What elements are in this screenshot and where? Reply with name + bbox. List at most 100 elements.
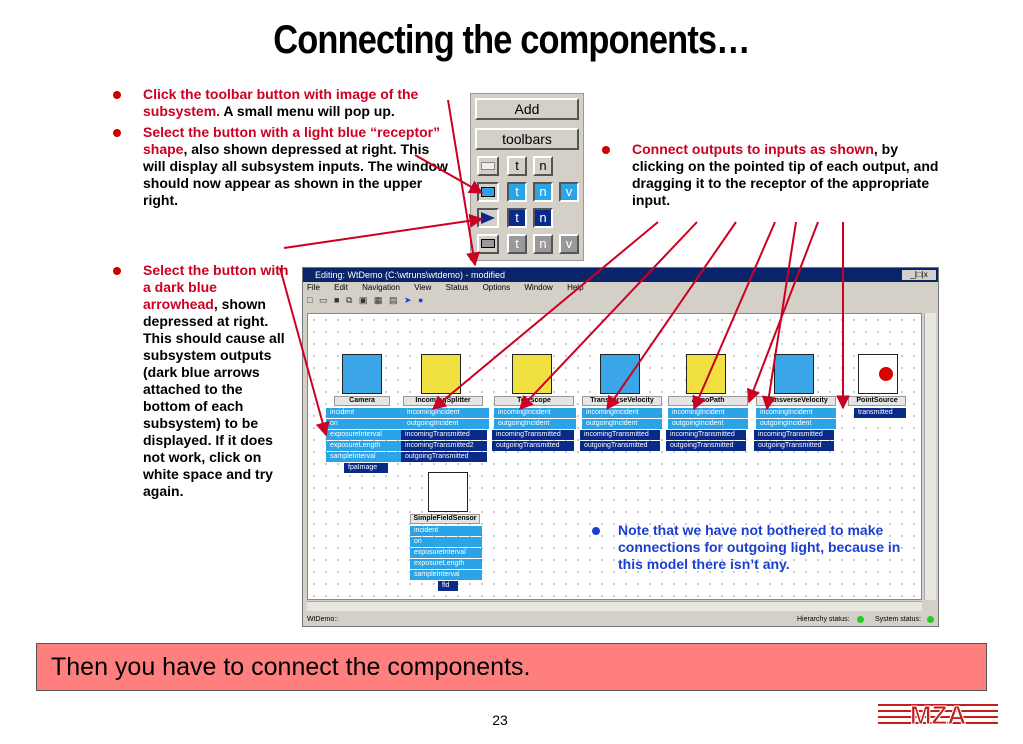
component-label: PointSource: [848, 396, 906, 406]
copy-icon[interactable]: ⧉: [345, 295, 355, 305]
input-port[interactable]: incident: [326, 408, 406, 418]
menu-status[interactable]: Status: [445, 283, 469, 292]
input-port[interactable]: incomingIncident: [668, 408, 748, 418]
input-port[interactable]: on: [410, 537, 482, 547]
subsystem-icon[interactable]: ●: [418, 295, 426, 305]
output-port[interactable]: fld: [438, 581, 458, 591]
splitter-icon: [421, 354, 461, 394]
receptor-button[interactable]: [477, 182, 499, 202]
menu-file[interactable]: File: [307, 283, 320, 292]
vertical-scrollbar[interactable]: [924, 313, 936, 600]
arrow-arrowhead: [283, 213, 484, 249]
v-gray-button[interactable]: v: [559, 234, 579, 254]
window-title: Editing: WtDemo (C:\wtruns\wtdemo) - mod…: [303, 268, 938, 282]
save-icon[interactable]: ■: [333, 295, 342, 305]
output-port[interactable]: incomingTransmitted2: [401, 441, 487, 451]
input-port[interactable]: sampleInterval: [326, 452, 406, 462]
input-port[interactable]: sampleInterval: [410, 570, 482, 580]
input-port[interactable]: outgoingIncident: [494, 419, 576, 429]
t-gray-button[interactable]: t: [507, 234, 527, 254]
input-port[interactable]: incomingIncident: [494, 408, 576, 418]
component-label: IncomingSplitter: [403, 396, 483, 406]
input-port[interactable]: outgoingIncident: [582, 419, 662, 429]
n-input-button[interactable]: n: [533, 182, 553, 202]
output-port[interactable]: outgoingTransmitted: [401, 452, 487, 462]
gray-shape-button[interactable]: [477, 234, 499, 254]
t-input-button[interactable]: t: [507, 182, 527, 202]
toolbars-button[interactable]: toolbars: [475, 128, 579, 150]
bullet-1-red: Click the toolbar button with image of t…: [143, 86, 419, 119]
blank-shape-button[interactable]: [477, 156, 499, 176]
status-path: WtDemo::: [307, 616, 339, 623]
output-port[interactable]: incomingTransmitted: [492, 430, 574, 440]
right-bullet: Connect outputs to inputs as shown, by c…: [602, 141, 942, 213]
v-input-button[interactable]: v: [559, 182, 579, 202]
layout-icon[interactable]: ▤: [388, 295, 400, 305]
menu-view[interactable]: View: [414, 283, 432, 292]
input-port[interactable]: outgoingIncident: [403, 419, 489, 429]
arrowhead-button[interactable]: [477, 208, 499, 228]
sensor-icon: [428, 472, 468, 512]
n-button[interactable]: n: [533, 156, 553, 176]
output-port[interactable]: outgoingTransmitted: [666, 441, 746, 451]
open-icon[interactable]: ▭: [318, 295, 330, 305]
output-port[interactable]: incomingTransmitted: [580, 430, 660, 440]
velocity-icon: [600, 354, 640, 394]
t-button[interactable]: t: [507, 156, 527, 176]
input-port[interactable]: exposureInterval: [410, 548, 482, 558]
window-controls[interactable]: _|□|x: [902, 270, 936, 280]
camera-icon: [342, 354, 382, 394]
bullet-dot: [113, 91, 121, 99]
receptor-icon: [481, 187, 495, 197]
bullet-dot: [113, 267, 121, 275]
component-label: TransverseVelocity: [756, 396, 836, 406]
input-port[interactable]: incomingIncident: [756, 408, 836, 418]
input-port[interactable]: exposureInterval: [326, 430, 406, 440]
input-port[interactable]: outgoingIncident: [756, 419, 836, 429]
system-status-label: System status:: [875, 616, 921, 623]
add-button[interactable]: Add: [475, 98, 579, 120]
grid-icon[interactable]: ▦: [373, 295, 385, 305]
t-output-button[interactable]: t: [507, 208, 527, 228]
output-port[interactable]: outgoingTransmitted: [492, 441, 574, 451]
new-icon[interactable]: □: [307, 295, 315, 305]
component-label: Camera: [334, 396, 390, 406]
input-port[interactable]: incident: [410, 526, 482, 536]
output-port[interactable]: outgoingTransmitted: [580, 441, 660, 451]
input-port[interactable]: on: [326, 419, 406, 429]
bullet-2: Select the button with a light blue “rec…: [113, 124, 449, 209]
output-port[interactable]: fpaImage: [344, 463, 388, 473]
popup-menu: Add toolbars t n t n v t n t n v: [470, 93, 584, 261]
left-bullets: Click the toolbar button with image of t…: [113, 86, 449, 213]
output-port[interactable]: incomingTransmitted: [401, 430, 487, 440]
menu-options[interactable]: Options: [482, 283, 511, 292]
bullet-1: Click the toolbar button with image of t…: [113, 86, 449, 120]
menu-navigation[interactable]: Navigation: [362, 283, 400, 292]
window-toolbar: □ ▭ ■ ⧉ ▣ ▦ ▤ ➤ ●: [307, 295, 567, 309]
output-port[interactable]: transmitted: [854, 408, 906, 418]
input-port[interactable]: exposureLength: [326, 441, 406, 451]
menu-window[interactable]: Window: [524, 283, 553, 292]
output-port[interactable]: incomingTransmitted: [754, 430, 834, 440]
component-label: AtmoPath: [668, 396, 748, 406]
n-output-button[interactable]: n: [533, 208, 553, 228]
menu-edit[interactable]: Edit: [334, 283, 348, 292]
connect-red: Connect outputs to inputs as shown: [632, 141, 874, 157]
slide-title: Connecting the components…: [273, 18, 750, 62]
output-port[interactable]: incomingTransmitted: [666, 430, 746, 440]
gray-shape-icon: [481, 239, 495, 248]
note-body: Note that we have not bothered to make c…: [618, 522, 901, 572]
run-icon[interactable]: ➤: [403, 295, 414, 305]
input-port[interactable]: exposureLength: [410, 559, 482, 569]
bullet-3-black: , shown depressed at right. This should …: [143, 296, 285, 499]
horizontal-scrollbar[interactable]: [307, 601, 922, 611]
input-port[interactable]: incomingIncident: [403, 408, 489, 418]
output-port[interactable]: outgoingTransmitted: [754, 441, 834, 451]
n-gray-button[interactable]: n: [533, 234, 553, 254]
bullet-dot: [602, 146, 610, 154]
input-port[interactable]: outgoingIncident: [668, 419, 748, 429]
input-port[interactable]: incomingIncident: [582, 408, 662, 418]
paste-icon[interactable]: ▣: [358, 295, 370, 305]
status-bar: WtDemo:: Hierarchy status: System status…: [305, 614, 936, 626]
menu-help[interactable]: Help: [567, 283, 584, 292]
